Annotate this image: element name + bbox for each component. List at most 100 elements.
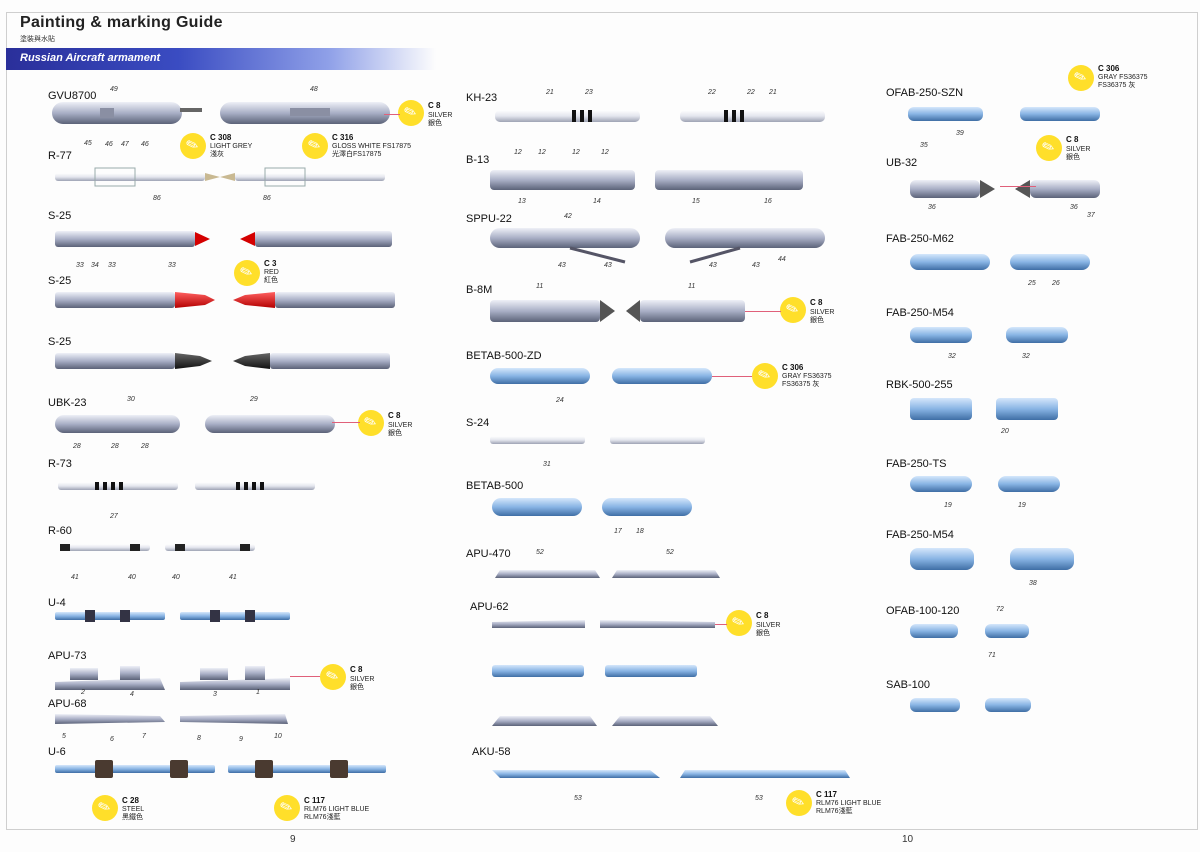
page-number-left: 9	[290, 834, 296, 845]
aku58-launcher-right	[680, 770, 850, 778]
leader-line	[715, 624, 727, 625]
b8m-pod-left	[490, 300, 615, 322]
callout-number: 53	[574, 795, 582, 802]
s25-rocket-b-left	[55, 292, 215, 308]
apu68-launcher-right	[180, 714, 288, 724]
callout-number: 21	[546, 89, 554, 96]
callout-number: 42	[564, 213, 572, 220]
callout-number: 3	[213, 691, 217, 698]
callout-number: 12	[601, 149, 609, 156]
s25-rocket-b-right	[233, 292, 395, 308]
apu73-launcher-left	[55, 666, 165, 690]
label-apu470: APU-470	[466, 548, 511, 560]
label-fab250m62: FAB-250-M62	[886, 233, 954, 245]
aku58-launcher-left	[492, 770, 660, 778]
rbk500255-bomb-left	[910, 398, 972, 420]
callout-number: 6	[110, 736, 114, 743]
label-r77: R-77	[48, 150, 72, 162]
label-fab250m54-a: FAB-250-M54	[886, 307, 954, 319]
fab250m54b-bomb-left	[910, 548, 974, 570]
paint-brush-icon	[1036, 135, 1062, 161]
callout-number: 17	[614, 528, 622, 535]
label-r60: R-60	[48, 525, 72, 537]
callout-number: 36	[1070, 204, 1078, 211]
callout-number: 30	[127, 396, 135, 403]
label-u4: U-4	[48, 597, 66, 609]
callout-number: 33	[108, 262, 116, 269]
callout-number: 22	[708, 89, 716, 96]
callout-number: 40	[172, 574, 180, 581]
apu62-launcher-c-left	[492, 716, 597, 726]
apu470-launcher-right	[612, 570, 720, 578]
callout-number: 25	[1028, 280, 1036, 287]
fab250ts-bomb-left	[910, 476, 972, 492]
leader-line	[332, 422, 360, 423]
callout-number: 32	[1022, 353, 1030, 360]
apu62-launcher-a-right	[600, 620, 715, 628]
callout-number: 52	[666, 549, 674, 556]
callout-number: 72	[996, 606, 1004, 613]
callout-number: 71	[988, 652, 996, 659]
callout-number: 46	[105, 141, 113, 148]
s24-rocket-right	[610, 436, 705, 444]
label-b8m: B-8M	[466, 284, 493, 296]
ubk23-pod-left	[55, 415, 180, 433]
apu470-launcher-left	[495, 570, 600, 578]
b8m-pod-right	[626, 300, 745, 322]
callout-number: 29	[250, 396, 258, 403]
fab250m62-bomb-right	[1010, 254, 1090, 270]
u6-rail-right	[228, 760, 386, 778]
leader-line	[290, 676, 320, 677]
callout-number: 11	[536, 283, 544, 290]
r60-missile-left	[60, 544, 150, 551]
u4-rail-left	[55, 610, 165, 622]
label-apu73: APU-73	[48, 650, 87, 662]
label-b13: B-13	[466, 154, 490, 166]
callout-number: 32	[948, 353, 956, 360]
leader-line	[1000, 186, 1036, 187]
fab250m62-bomb-left	[910, 254, 990, 270]
paint-brush-icon	[1068, 65, 1094, 91]
callout-number: 9	[239, 736, 243, 743]
callout-number: 43	[752, 262, 760, 269]
callout-number: 13	[518, 198, 526, 205]
callout-number: 38	[1029, 580, 1037, 587]
callout-number: 35	[920, 142, 928, 149]
label-sppu22: SPPU-22	[466, 213, 512, 225]
callout-number: 7	[142, 733, 146, 740]
s25-rocket-a-right	[240, 231, 392, 247]
paint-brush-icon	[752, 363, 778, 389]
rbk500255-bomb-right	[996, 398, 1058, 420]
callout-number: 41	[71, 574, 79, 581]
section-banner-text: Russian Aircraft armament	[20, 52, 161, 64]
leader-line	[384, 114, 400, 115]
s25-rocket-a-left	[55, 231, 210, 247]
paint-brush-icon	[398, 100, 424, 126]
kh23-missile-left	[495, 110, 640, 122]
callout-number: 34	[91, 262, 99, 269]
label-fab250m54-b: FAB-250-M54	[886, 529, 954, 541]
s24-rocket-left	[490, 436, 585, 444]
sppu22-pod-right	[665, 228, 825, 264]
leader-line	[712, 376, 752, 377]
callout-number: 12	[514, 149, 522, 156]
page-number-right: 10	[902, 834, 914, 845]
callout-number: 53	[755, 795, 763, 802]
callout-number: 33	[76, 262, 84, 269]
callout-number: 14	[593, 198, 601, 205]
gvu8700-pod-right	[220, 102, 390, 124]
fab250m54b-bomb-right	[1010, 548, 1074, 570]
paint-brush-icon	[726, 610, 752, 636]
callout-number: 18	[636, 528, 644, 535]
callout-number: 45	[84, 140, 92, 147]
ubk23-pod-right	[205, 415, 335, 433]
fab250ts-bomb-right	[998, 476, 1060, 492]
callout-number: 40	[128, 574, 136, 581]
sab100-bomb-right	[985, 698, 1031, 712]
label-s25-b: S-25	[48, 275, 72, 287]
section-banner: Russian Aircraft armament	[6, 48, 436, 70]
paint-brush-icon	[274, 795, 300, 821]
paint-brush-icon	[320, 664, 346, 690]
betab500-bomb-right	[602, 498, 692, 516]
